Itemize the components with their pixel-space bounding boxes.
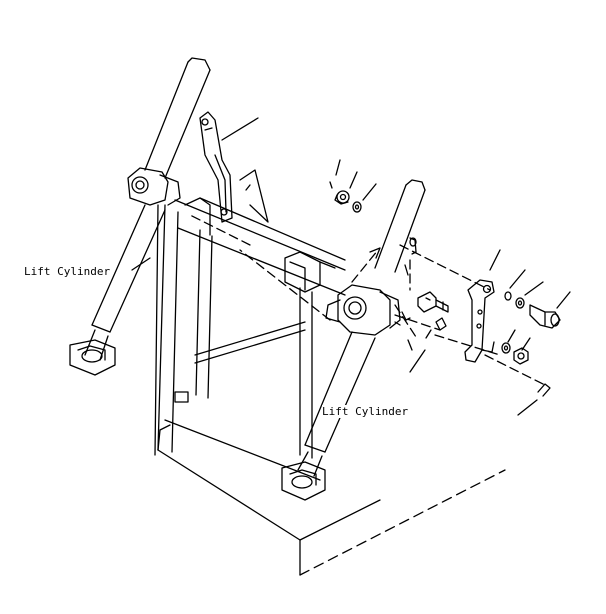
lower-nut-washer bbox=[501, 329, 531, 365]
bracket-assembly bbox=[409, 237, 495, 363]
cotter-pin bbox=[517, 383, 551, 416]
upper-fasteners bbox=[329, 159, 377, 213]
right-lift-cylinder-label: Lift Cylinder bbox=[322, 405, 409, 418]
upper-link-arm bbox=[199, 111, 269, 223]
left-lift-cylinder-label: Lift Cylinder bbox=[24, 265, 111, 278]
left-lift-cylinder bbox=[69, 57, 211, 376]
left-bolt bbox=[417, 291, 449, 313]
right-lift-cylinder bbox=[281, 179, 426, 501]
bracket-leader-lines bbox=[394, 249, 501, 351]
sleeve-pin bbox=[409, 317, 447, 373]
frame-outline bbox=[154, 204, 506, 576]
cross-member bbox=[174, 197, 346, 459]
assembly-dash-lines bbox=[189, 214, 546, 386]
left-label-leader bbox=[131, 257, 151, 271]
arrow-head bbox=[369, 247, 381, 259]
right-bolt-washers bbox=[504, 269, 571, 329]
